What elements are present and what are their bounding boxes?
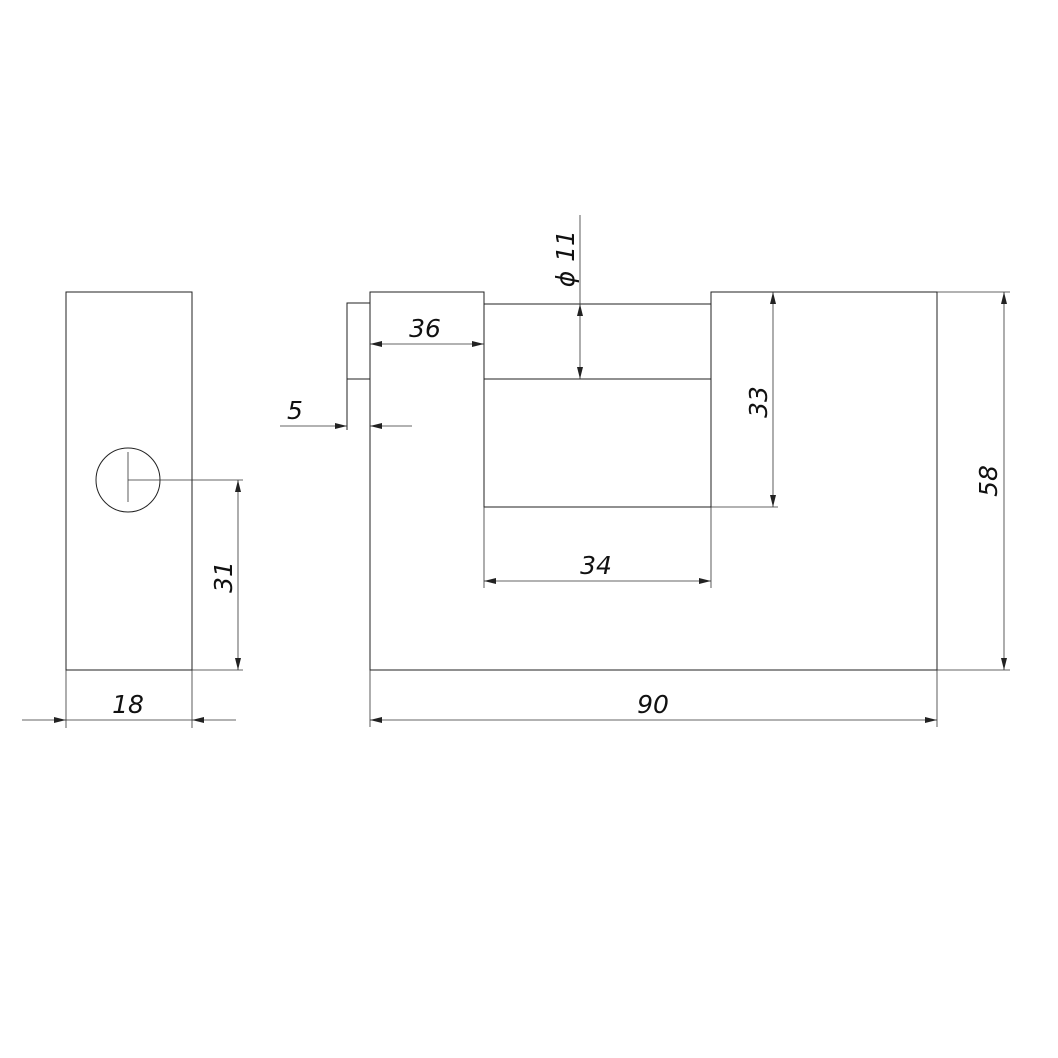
offset-label: 5 <box>287 396 303 425</box>
shackle-diameter-label: 11 <box>551 230 580 262</box>
left-post-label: 36 <box>409 314 441 343</box>
lock-body-outline <box>369 291 938 671</box>
side-view: 18 31 <box>22 291 243 728</box>
slot-height-label: 33 <box>744 386 773 418</box>
hole-height-label: 31 <box>209 561 238 593</box>
side-width-label: 18 <box>112 690 144 719</box>
overall-height-label: 58 <box>974 465 1003 497</box>
front-view: 36 5 ϕ 11 33 34 58 90 <box>280 215 1010 727</box>
left-lug <box>346 302 370 430</box>
side-view-body <box>65 291 193 671</box>
overall-width-label: 90 <box>637 690 669 719</box>
shackle-diameter-symbol: ϕ <box>551 271 580 288</box>
slot-width-label: 34 <box>580 551 612 580</box>
